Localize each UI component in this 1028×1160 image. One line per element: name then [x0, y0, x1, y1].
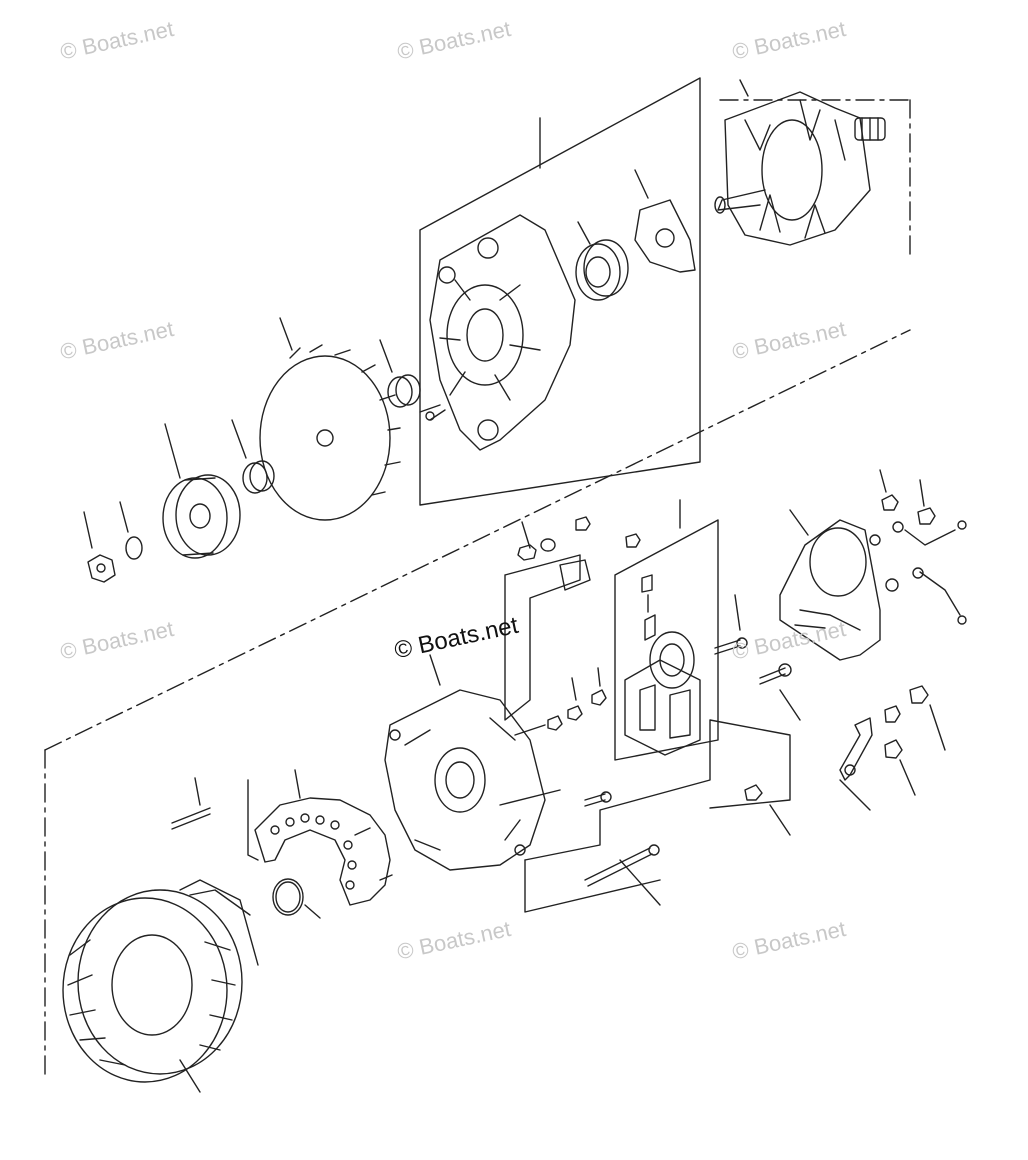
- terminal-insulator-icon: [517, 516, 641, 591]
- top-right-nuts: [879, 469, 936, 525]
- rectifier-icon: [247, 769, 393, 906]
- collar-icon: [231, 419, 275, 494]
- slip-ring-end-housing-icon: [384, 654, 561, 871]
- nut-icon: [83, 511, 116, 583]
- stator-icon: [62, 879, 259, 1093]
- drive-end-housing-icon: [419, 214, 576, 451]
- washer-icon: [119, 501, 143, 560]
- through-bolt-group-outline: [524, 719, 791, 913]
- bolt-icon: [171, 777, 661, 906]
- lead-wire-icon: [904, 520, 967, 625]
- o-ring-icon: [272, 878, 321, 919]
- bracket-nuts: [744, 685, 946, 836]
- screw-icon: [714, 594, 801, 721]
- retainer-plate-icon: [634, 169, 696, 273]
- drive-end-group-outline: [419, 77, 701, 506]
- terminal-group-outline: [504, 499, 719, 761]
- fan-icon: [259, 317, 401, 521]
- bearing-icon: [575, 221, 629, 301]
- brush-holder-icon: [624, 574, 701, 756]
- housing-nuts: [547, 667, 607, 731]
- spacer-icon: [379, 339, 421, 408]
- rear-cover-icon: [779, 509, 924, 661]
- pulley-icon: [162, 423, 241, 559]
- assembly-axis-lines: [44, 99, 911, 1081]
- rotor-icon: [714, 79, 886, 246]
